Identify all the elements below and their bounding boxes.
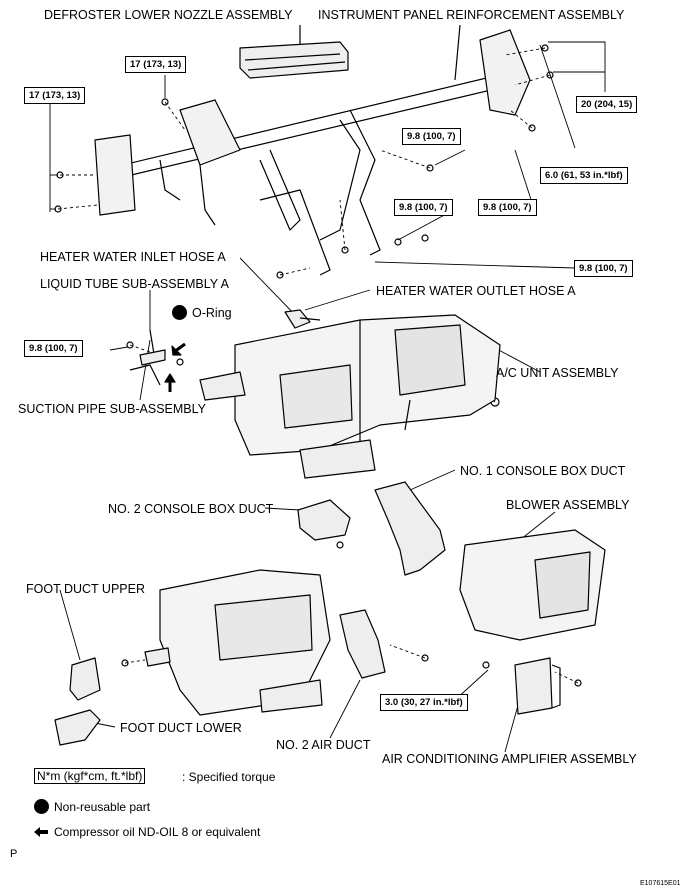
ac-unit-lower-drawing [159, 569, 331, 716]
legend-oil-arrow-icon [34, 827, 48, 837]
torque-box-9-8-c: 9.8 (100, 7) [478, 199, 537, 216]
heater-hose-inlet-drawing [284, 309, 311, 329]
torque-box-9-8-e: 9.8 (100, 7) [24, 340, 83, 357]
torque-box-9-8-b: 9.8 (100, 7) [394, 199, 453, 216]
label-foot-duct-upper: FOOT DUCT UPPER [26, 582, 145, 596]
figure-id: E107615E01 [640, 880, 681, 887]
page-letter: P [10, 848, 18, 860]
foot-duct-upper-drawing [69, 657, 101, 701]
torque-box-20: 20 (204, 15) [576, 96, 638, 113]
ac-unit-drawing [199, 314, 501, 479]
label-o-ring: O-Ring [192, 306, 232, 320]
non-reusable-dot-icon [172, 305, 187, 320]
liquid-tube-drawing [129, 329, 166, 386]
torque-box-17-left: 17 (173, 13) [24, 87, 86, 104]
label-suction-pipe: SUCTION PIPE SUB-ASSEMBLY [18, 402, 207, 416]
label-blower: BLOWER ASSEMBLY [506, 498, 630, 512]
label-liquid-tube: LIQUID TUBE SUB-ASSEMBLY A [40, 277, 229, 291]
legend-oil-text: Compressor oil ND-OIL 8 or equivalent [54, 825, 261, 839]
defroster-nozzle-drawing [239, 41, 349, 79]
legend-torque-desc: : Specified torque [182, 770, 276, 784]
instrument-panel-beam-drawing [94, 29, 531, 276]
torque-box-9-8-d: 9.8 (100, 7) [574, 260, 633, 277]
label-foot-duct-lower: FOOT DUCT LOWER [120, 721, 242, 735]
amplifier-drawing [514, 657, 553, 715]
console-duct-1-drawing [374, 481, 446, 576]
label-ac-unit: A/C UNIT ASSEMBLY [496, 366, 619, 380]
blower-drawing [459, 529, 606, 641]
label-heater-water-inlet-hose: HEATER WATER INLET HOSE A [40, 250, 226, 264]
label-console-duct-2: NO. 2 CONSOLE BOX DUCT [108, 502, 274, 516]
label-instrument-panel-reinforcement: INSTRUMENT PANEL REINFORCEMENT ASSEMBLY [318, 8, 625, 22]
air-duct-2-drawing [339, 609, 386, 679]
torque-box-17-top: 17 (173, 13) [125, 56, 187, 73]
label-amplifier: AIR CONDITIONING AMPLIFIER ASSEMBLY [382, 752, 637, 766]
foot-duct-lower-drawing [54, 709, 101, 746]
label-defroster-nozzle: DEFROSTER LOWER NOZZLE ASSEMBLY [44, 8, 293, 22]
torque-box-6: 6.0 (61, 53 in.*lbf) [540, 167, 628, 184]
torque-box-3: 3.0 (30, 27 in.*lbf) [380, 694, 468, 711]
legend-non-reusable-text: Non-reusable part [54, 800, 151, 814]
legend-non-reusable-dot-icon [34, 799, 49, 814]
label-console-duct-1: NO. 1 CONSOLE BOX DUCT [460, 464, 626, 478]
guide-lines [57, 47, 579, 684]
label-air-duct-2: NO. 2 AIR DUCT [276, 738, 371, 752]
label-heater-water-outlet-hose: HEATER WATER OUTLET HOSE A [376, 284, 576, 298]
legend-torque-unit: N*m (kgf*cm, ft.*lbf) [34, 768, 146, 784]
torque-box-9-8-a: 9.8 (100, 7) [402, 128, 461, 145]
console-duct-2-drawing [297, 499, 351, 541]
